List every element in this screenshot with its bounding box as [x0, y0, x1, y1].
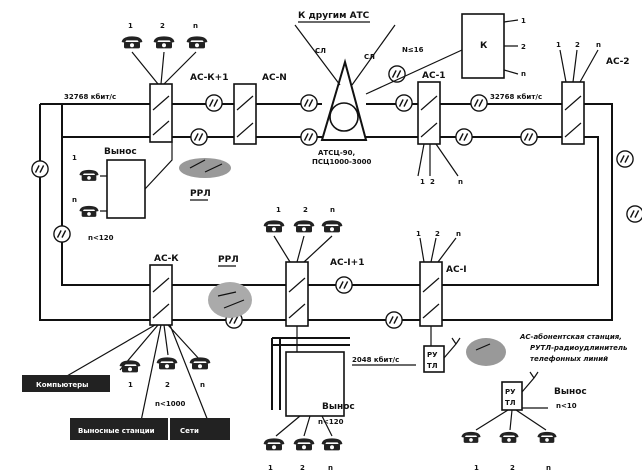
svg-text:1: 1 — [556, 41, 561, 49]
svg-text:1: 1 — [128, 381, 133, 389]
vynos-mid: Вынос n<120 2048 кбит/с 1 2 n — [263, 326, 416, 472]
svg-text:АС-1: АС-1 — [422, 71, 446, 81]
legend: АС-абонентская станция, РУТЛ-радиоудлини… — [519, 333, 627, 363]
svg-text:Вынос: Вынос — [322, 402, 355, 412]
svg-text:АС-абонентская станция,: АС-абонентская станция, — [519, 333, 622, 341]
svg-text:телефонных линий: телефонных линий — [530, 355, 608, 363]
svg-text:2: 2 — [510, 464, 515, 472]
k-box: К 1 2 n N≤16 — [365, 13, 526, 95]
svg-text:СЛ: СЛ — [315, 47, 326, 55]
svg-text:n: n — [328, 464, 333, 472]
phones-aci1: 1 2 n — [263, 206, 343, 263]
rrl-top: РРЛ — [179, 158, 231, 201]
svg-text:n: n — [330, 206, 335, 214]
svg-text:ТЛ: ТЛ — [427, 362, 438, 370]
vynos-top: Вынос 1 n n<120 — [72, 142, 173, 242]
phones-ack1: 1 2 n — [121, 22, 208, 85]
svg-text:2: 2 — [160, 22, 165, 30]
svg-text:АС-2: АС-2 — [606, 57, 630, 67]
lines-ac2: 1 2 n — [556, 41, 601, 83]
svg-text:2: 2 — [303, 206, 308, 214]
svg-text:N≤16: N≤16 — [402, 46, 424, 54]
svg-text:2: 2 — [300, 464, 305, 472]
station-aci: АС-I — [419, 261, 467, 327]
svg-text:2: 2 — [521, 43, 526, 51]
svg-text:Сети: Сети — [180, 427, 199, 435]
svg-text:АС-N: АС-N — [262, 73, 287, 83]
atc-exchange: К другим АТС СЛ СЛ АТСЦ-90, ПСЦ1000-3000 — [294, 11, 396, 166]
svg-text:Выносные станции: Выносные станции — [78, 427, 155, 435]
svg-text:1: 1 — [72, 154, 77, 162]
svg-text:К другим АТС: К другим АТС — [298, 11, 370, 21]
svg-text:Вынос: Вынос — [104, 147, 137, 157]
svg-text:2048 кбит/с: 2048 кбит/с — [352, 356, 399, 364]
svg-text:n: n — [72, 196, 77, 204]
svg-text:n: n — [596, 41, 601, 49]
svg-text:1: 1 — [128, 22, 133, 30]
rutl-aci: РУ ТЛ — [423, 326, 506, 373]
svg-text:РРЛ: РРЛ — [218, 255, 239, 265]
station-ac2: АС-2 — [561, 57, 630, 145]
station-ack1: АС-К+1 — [149, 73, 228, 143]
station-ack: АС-К — [149, 254, 179, 326]
station-aci1: АС-I+1 — [285, 258, 364, 327]
svg-text:АТСЦ-90,: АТСЦ-90, — [318, 149, 355, 157]
svg-text:2: 2 — [165, 381, 170, 389]
svg-text:1: 1 — [420, 178, 425, 186]
svg-text:Вынос: Вынос — [554, 387, 587, 397]
svg-text:РУТЛ-радиоудлинитель: РУТЛ-радиоудлинитель — [530, 344, 627, 352]
svg-text:1: 1 — [474, 464, 479, 472]
svg-text:n<1000: n<1000 — [155, 400, 185, 408]
svg-text:n: n — [458, 178, 463, 186]
svg-text:n: n — [456, 230, 461, 238]
svg-text:1: 1 — [276, 206, 281, 214]
rate-left: 32768 кбит/с — [64, 93, 116, 101]
svg-text:ПСЦ1000-3000: ПСЦ1000-3000 — [312, 158, 371, 166]
svg-text:ТЛ: ТЛ — [505, 399, 516, 407]
svg-text:n<120: n<120 — [318, 418, 344, 426]
lines-aci: 1 2 n — [416, 230, 461, 263]
svg-text:2: 2 — [435, 230, 440, 238]
svg-text:n: n — [546, 464, 551, 472]
station-acn: АС-N — [233, 73, 287, 145]
lines-ac1: 1 2 n — [417, 143, 463, 186]
svg-text:n<120: n<120 — [88, 234, 114, 242]
svg-text:Компьютеры: Компьютеры — [36, 381, 88, 389]
svg-text:РУ: РУ — [505, 388, 516, 396]
svg-text:2: 2 — [430, 178, 435, 186]
svg-text:АС-К+1: АС-К+1 — [190, 73, 228, 83]
svg-text:n<10: n<10 — [556, 402, 577, 410]
svg-text:1: 1 — [416, 230, 421, 238]
svg-text:РРЛ: РРЛ — [190, 189, 211, 199]
svg-text:АС-I+1: АС-I+1 — [330, 258, 364, 268]
svg-text:СЛ: СЛ — [364, 53, 375, 61]
station-ac1: АС-1 — [417, 71, 446, 145]
svg-text:1: 1 — [268, 464, 273, 472]
svg-text:n: n — [200, 381, 205, 389]
rutl-right: РУ ТЛ Вынос n<10 1 2 n — [461, 371, 587, 472]
svg-text:n: n — [193, 22, 198, 30]
svg-text:К: К — [480, 41, 488, 51]
svg-text:n: n — [521, 70, 526, 78]
svg-text:АС-К: АС-К — [154, 254, 179, 264]
svg-text:2: 2 — [575, 41, 580, 49]
svg-text:АС-I: АС-I — [446, 265, 467, 275]
svg-text:1: 1 — [521, 17, 526, 25]
ack-fanout: 1 2 n n<1000 Компьютеры Выносные станции… — [22, 324, 230, 440]
rrl-mid: РРЛ — [208, 255, 252, 318]
rate-right: 32768 кбит/с — [490, 93, 542, 101]
svg-text:РУ: РУ — [427, 351, 438, 359]
